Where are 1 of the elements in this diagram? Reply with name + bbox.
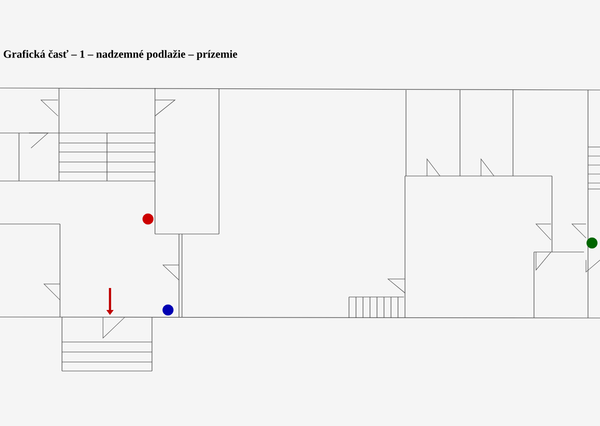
title: Grafická časť – 1 – nadzemné podlažie – prízemie bbox=[4, 50, 238, 60]
